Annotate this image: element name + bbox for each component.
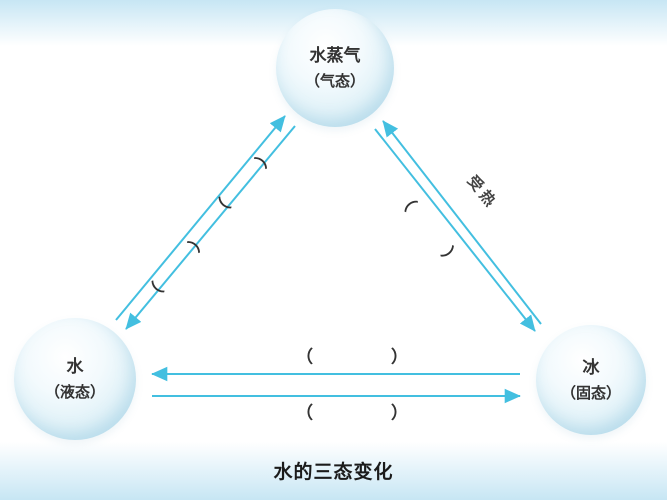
node-ice-state: （固态） bbox=[560, 383, 621, 402]
arrow-water-to-vapor bbox=[115, 115, 286, 321]
blank-label-bottom-upper: （ ） bbox=[296, 343, 408, 368]
blank-open: （ bbox=[296, 347, 313, 368]
blank-open: （ bbox=[296, 403, 313, 424]
blank-close: ） bbox=[391, 347, 408, 368]
node-water-label: 水 bbox=[66, 357, 84, 377]
arrow-vapor-to-water bbox=[125, 125, 296, 330]
node-water-vapor-state: （气态） bbox=[304, 71, 365, 90]
arrow-vapor-to-ice bbox=[374, 128, 536, 332]
node-water: 水 （液态） bbox=[14, 318, 136, 440]
blank-close: ） bbox=[391, 403, 408, 424]
diagram-title: 水的三态变化 bbox=[273, 461, 394, 483]
node-water-vapor-label: 水蒸气 bbox=[309, 46, 361, 66]
blank-label-bottom-lower: （ ） bbox=[296, 399, 408, 424]
arrow-ice-to-vapor bbox=[382, 120, 542, 325]
node-ice: 冰 （固态） bbox=[536, 325, 646, 435]
bottom-gradient-band bbox=[0, 442, 667, 500]
node-water-vapor: 水蒸气 （气态） bbox=[276, 9, 394, 127]
node-ice-label: 冰 bbox=[582, 358, 600, 378]
node-water-state: （液态） bbox=[44, 382, 105, 401]
